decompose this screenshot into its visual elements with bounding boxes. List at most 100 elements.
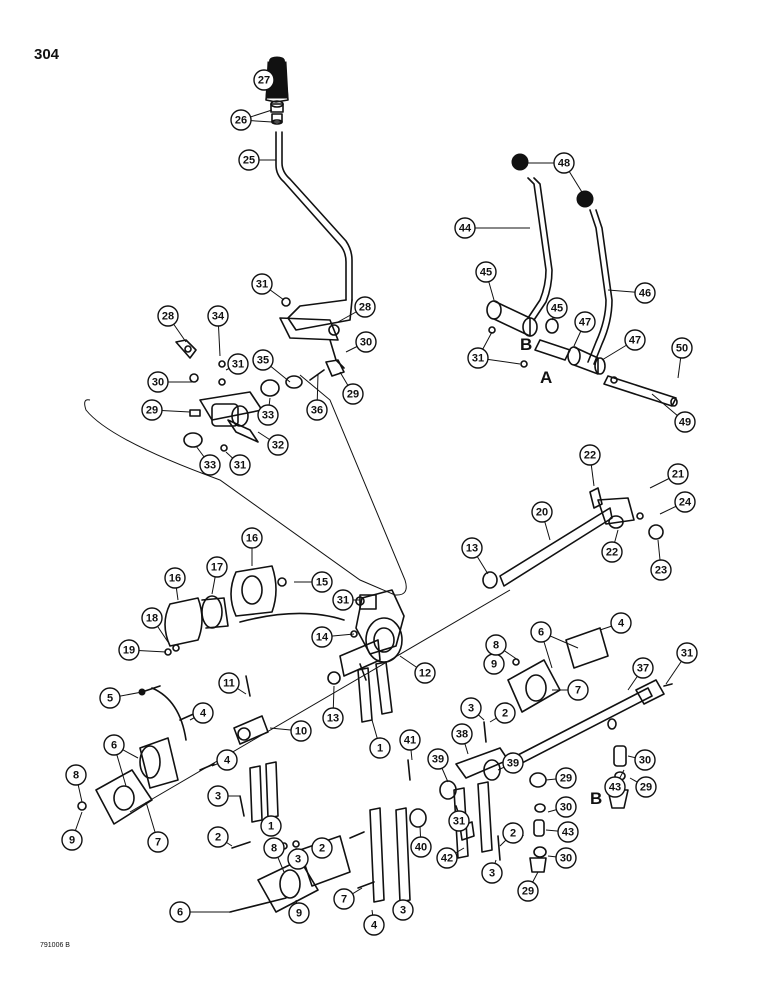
arrow-sweep-upper xyxy=(239,612,345,623)
callout-circle xyxy=(667,463,689,485)
callout-circle xyxy=(164,567,186,589)
callout-circle xyxy=(333,888,355,910)
callout-circle xyxy=(461,537,483,559)
callout-circle xyxy=(410,836,432,858)
callout-circle xyxy=(157,305,179,327)
callout-circle xyxy=(263,837,285,859)
callout-11: 11 xyxy=(218,672,240,694)
callout-number: 14 xyxy=(316,632,329,644)
callout-31: 31 xyxy=(227,353,249,375)
callout-number: 4 xyxy=(371,920,378,932)
callout-circle xyxy=(260,815,282,837)
callout-4: 4 xyxy=(363,914,385,936)
callout-number: 39 xyxy=(432,754,444,766)
callout-number: 16 xyxy=(169,573,181,585)
callout-number: 18 xyxy=(146,613,158,625)
callout-33: 33 xyxy=(257,404,279,426)
pivot-pin-49 xyxy=(603,375,678,407)
callout-circle xyxy=(332,589,354,611)
callout-4: 4 xyxy=(192,702,214,724)
callout-circle xyxy=(227,353,249,375)
callout-33: 33 xyxy=(199,454,221,476)
callout-31: 31 xyxy=(229,454,251,476)
callout-9: 9 xyxy=(61,829,83,851)
callout-47: 47 xyxy=(624,329,646,351)
callout-23: 23 xyxy=(650,559,672,581)
callout-circle xyxy=(579,444,601,466)
callout-number: 9 xyxy=(296,908,302,920)
callout-number: 28 xyxy=(359,302,371,314)
rod-ends-lower xyxy=(529,745,629,873)
callout-circle xyxy=(342,383,364,405)
callout-circle xyxy=(218,672,240,694)
callout-number: 30 xyxy=(560,853,572,865)
callout-number: 30 xyxy=(639,755,651,767)
callout-37: 37 xyxy=(632,657,654,679)
callout-circle xyxy=(354,296,376,318)
callout-circle xyxy=(192,702,214,724)
callout-43: 43 xyxy=(557,821,579,843)
callout-number: 2 xyxy=(319,843,325,855)
callout-number: 31 xyxy=(256,279,268,291)
callout-7: 7 xyxy=(333,888,355,910)
callout-circle xyxy=(650,559,672,581)
callout-circle xyxy=(604,776,626,798)
flange-right xyxy=(507,627,609,713)
callout-31: 31 xyxy=(448,810,470,832)
callout-31: 31 xyxy=(251,273,273,295)
callout-number: 38 xyxy=(456,729,468,741)
callout-circle xyxy=(530,621,552,643)
callout-45: 45 xyxy=(475,261,497,283)
callout-number: 15 xyxy=(316,577,328,589)
callout-circle xyxy=(206,556,228,578)
callout-number: 1 xyxy=(377,743,383,755)
callout-circle xyxy=(634,282,656,304)
callout-number: 9 xyxy=(69,835,75,847)
callout-number: 28 xyxy=(162,311,174,323)
callout-29: 29 xyxy=(635,776,657,798)
callout-number: 48 xyxy=(558,158,570,170)
callout-circle xyxy=(555,767,577,789)
callout-circle xyxy=(207,305,229,327)
callout-31: 31 xyxy=(332,589,354,611)
callout-circle xyxy=(454,217,476,239)
callout-number: 4 xyxy=(618,618,625,630)
callout-36: 36 xyxy=(306,399,328,421)
callout-number: 43 xyxy=(609,782,621,794)
callout-circle xyxy=(555,796,577,818)
callout-circle xyxy=(251,273,273,295)
callout-number: 12 xyxy=(419,668,431,680)
callout-circle xyxy=(147,371,169,393)
callout-number: 46 xyxy=(639,288,651,300)
callout-40: 40 xyxy=(410,836,432,858)
callout-circle xyxy=(267,434,289,456)
callout-number: 25 xyxy=(243,155,255,167)
callout-circle xyxy=(674,411,696,433)
callout-31: 31 xyxy=(467,347,489,369)
callout-number: 23 xyxy=(655,565,667,577)
callout-number: 44 xyxy=(459,223,472,235)
callout-number: 21 xyxy=(672,469,684,481)
callout-number: 2 xyxy=(215,832,221,844)
callout-circle xyxy=(65,764,87,786)
callout-number: 2 xyxy=(502,708,508,720)
callout-number: 31 xyxy=(453,816,465,828)
callout-20: 20 xyxy=(531,501,553,523)
callout-circle xyxy=(557,821,579,843)
callout-number: 5 xyxy=(107,693,113,705)
callout-number: 42 xyxy=(441,853,453,865)
callout-number: 8 xyxy=(73,770,79,782)
control-lever-shaft xyxy=(275,131,353,331)
callout-circle xyxy=(229,454,251,476)
callout-number: 47 xyxy=(629,335,641,347)
callout-50: 50 xyxy=(671,337,693,359)
callout-circle xyxy=(207,785,229,807)
callout-circle xyxy=(355,331,377,353)
callout-3: 3 xyxy=(287,848,309,870)
callout-circle xyxy=(306,399,328,421)
callout-circle xyxy=(61,829,83,851)
callout-16: 16 xyxy=(164,567,186,589)
callout-circle xyxy=(574,311,596,333)
callout-circle xyxy=(531,501,553,523)
